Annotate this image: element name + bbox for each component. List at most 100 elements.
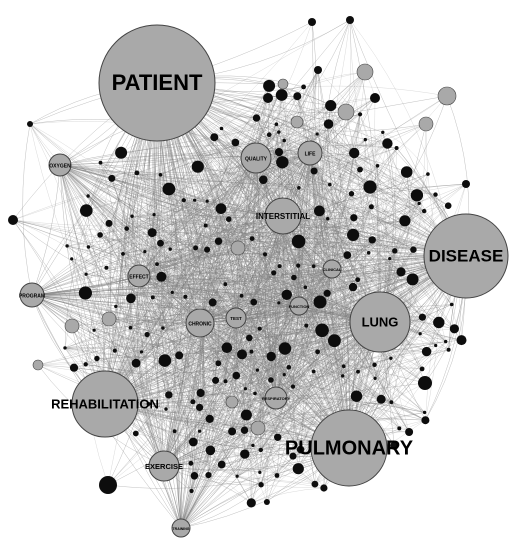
edge	[152, 232, 253, 239]
edge	[138, 275, 425, 413]
edge	[215, 380, 325, 489]
edge	[85, 133, 318, 275]
edge	[87, 195, 201, 394]
unlabeled-node	[204, 246, 211, 253]
edge	[236, 364, 375, 477]
edge	[319, 71, 366, 211]
node-interstitial-circle	[264, 197, 302, 235]
unlabeled-minor-node	[277, 78, 289, 90]
edge	[81, 246, 109, 486]
edge	[225, 381, 233, 432]
unlabeled-node	[276, 156, 289, 169]
edge	[100, 157, 257, 236]
edge	[138, 220, 405, 277]
edge	[29, 123, 106, 405]
unlabeled-node	[444, 339, 448, 344]
unlabeled-node	[410, 189, 424, 202]
edge	[126, 142, 236, 229]
edge	[138, 275, 195, 476]
edge	[225, 173, 429, 285]
unlabeled-node	[418, 313, 426, 321]
edge	[12, 219, 333, 272]
unlabeled-node	[271, 270, 277, 276]
edge	[132, 95, 448, 217]
edge	[250, 157, 257, 503]
edge	[99, 178, 113, 320]
edge	[86, 210, 344, 367]
edge	[255, 157, 300, 307]
edge	[156, 128, 222, 265]
edge	[59, 164, 165, 467]
edge	[67, 245, 237, 319]
edge	[205, 152, 311, 226]
unlabeled-node	[193, 245, 199, 251]
edge	[136, 172, 285, 375]
edge	[170, 248, 274, 274]
unlabeled-minor-node	[337, 103, 355, 121]
edge	[264, 94, 301, 450]
unlabeled-node	[205, 472, 212, 479]
edge	[29, 123, 209, 476]
edge	[148, 203, 420, 405]
unlabeled-node	[433, 316, 445, 329]
node-training-label: TRAINING	[173, 527, 190, 531]
edge	[275, 397, 425, 413]
edge	[107, 381, 226, 486]
unlabeled-node	[170, 290, 174, 294]
edge	[172, 179, 264, 293]
edge	[93, 296, 186, 331]
unlabeled-node	[293, 92, 302, 101]
edge	[100, 97, 376, 236]
unlabeled-node	[246, 498, 256, 508]
unlabeled-node	[253, 391, 257, 396]
edge	[114, 215, 284, 351]
unlabeled-node	[355, 277, 361, 283]
edge	[59, 164, 300, 307]
edge	[319, 210, 358, 280]
edge	[303, 85, 448, 97]
unlabeled-node	[277, 301, 281, 305]
edge	[245, 162, 283, 389]
edge	[100, 162, 208, 250]
edge	[114, 334, 148, 351]
edge	[104, 152, 355, 405]
unlabeled-node	[235, 474, 239, 478]
unlabeled-node	[366, 251, 371, 255]
edge	[12, 219, 89, 248]
edge	[59, 164, 219, 364]
edge	[185, 296, 216, 381]
unlabeled-node	[258, 482, 264, 488]
unlabeled-minor-node	[101, 311, 117, 327]
node-pulmonary: PULMONARY	[285, 409, 414, 487]
edge	[31, 268, 333, 296]
edge	[138, 275, 277, 399]
unlabeled-node	[83, 362, 88, 367]
edge	[122, 243, 333, 270]
unlabeled-node	[296, 445, 305, 454]
edge	[178, 157, 257, 356]
edge	[66, 21, 313, 247]
unlabeled-node	[104, 265, 109, 270]
unlabeled-node	[262, 252, 268, 257]
edge	[135, 205, 449, 434]
edge	[146, 334, 259, 429]
unlabeled-node	[363, 180, 377, 194]
edge	[164, 225, 206, 361]
unlabeled-node	[350, 390, 363, 402]
edge	[251, 268, 333, 352]
edge	[153, 152, 311, 215]
unlabeled-node	[349, 147, 360, 159]
edge	[59, 164, 201, 324]
edge	[259, 328, 316, 485]
edge	[153, 214, 289, 368]
edge	[275, 268, 333, 399]
edge	[180, 449, 261, 529]
unlabeled-node	[134, 170, 140, 176]
unlabeled-node	[434, 343, 438, 348]
edge	[382, 132, 429, 175]
node-oxygen-label: OXYGEN	[49, 163, 71, 169]
node-pulmonary-label: PULMONARY	[285, 437, 414, 459]
edge	[231, 195, 418, 403]
edge	[163, 371, 359, 467]
